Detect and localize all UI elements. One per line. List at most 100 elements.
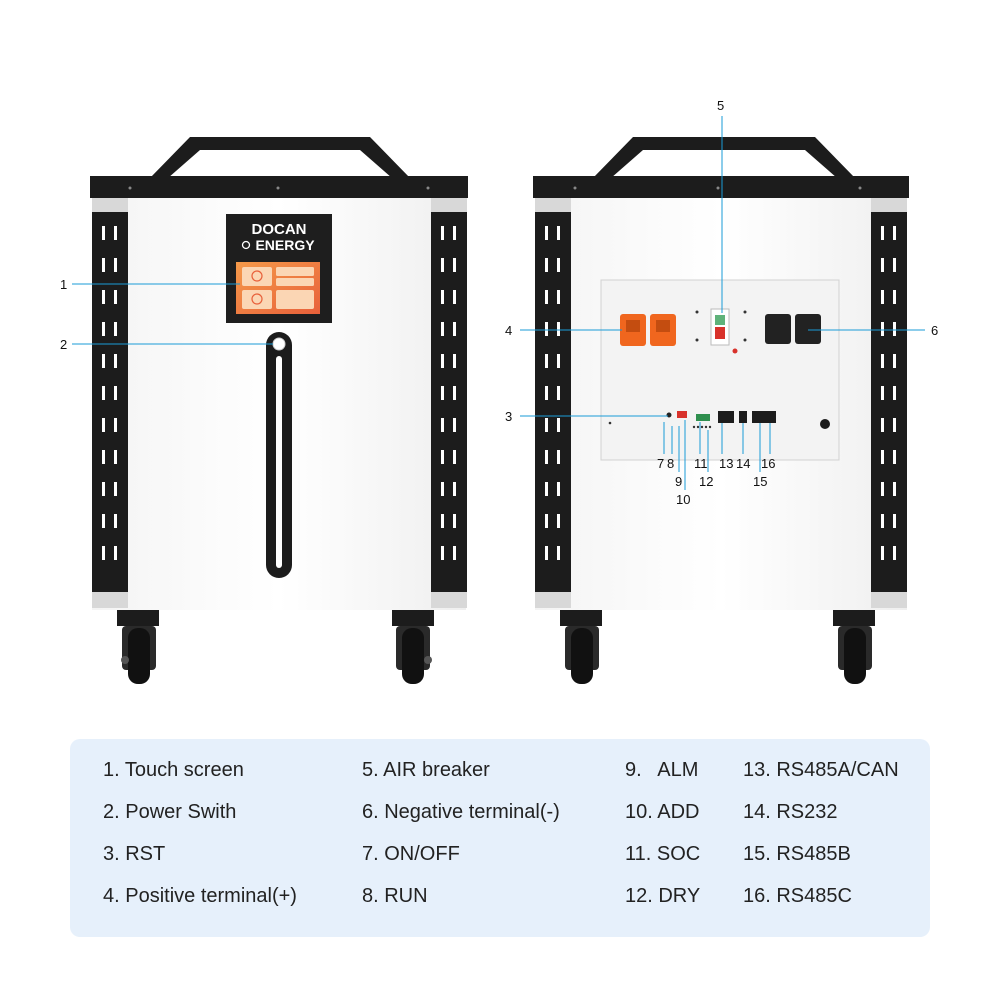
- rail-slot: [441, 418, 444, 432]
- legend-item-16: 16. RS485C: [743, 885, 852, 907]
- rail-slot: [893, 290, 896, 304]
- rail-slot: [893, 546, 896, 560]
- add-dip-switch[interactable]: [677, 411, 687, 418]
- rail-slot: [102, 290, 105, 304]
- rs232-port[interactable]: [739, 411, 747, 423]
- rail-slot: [545, 450, 548, 464]
- rail-slot: [557, 354, 560, 368]
- rs485b-port[interactable]: [752, 411, 766, 423]
- rail-slot: [545, 354, 548, 368]
- front-left-rail: [92, 212, 128, 592]
- rail-slot: [441, 322, 444, 336]
- rst-button[interactable]: [666, 412, 672, 418]
- power-switch[interactable]: [272, 337, 286, 351]
- legend-item-5: 5. AIR breaker: [362, 759, 490, 781]
- negative-terminal[interactable]: [765, 314, 821, 344]
- rail-slot: [102, 322, 105, 336]
- rear-right-caster: [833, 610, 875, 684]
- rail-slot: [453, 354, 456, 368]
- product-diagram: DOCAN ENERGY: [60, 98, 938, 684]
- rail-slot: [102, 386, 105, 400]
- rear-top-bar: [533, 176, 909, 198]
- soc-dry-terminal[interactable]: [692, 414, 712, 429]
- rail-slot: [441, 450, 444, 464]
- callout-3: 3: [505, 409, 512, 424]
- legend-item-4: 4. Positive terminal(+): [103, 885, 297, 907]
- rs485c-port[interactable]: [764, 411, 776, 423]
- rear-left-caster: [560, 610, 602, 684]
- rail-slot: [881, 322, 884, 336]
- rail-slot: [557, 290, 560, 304]
- legend-item-7: 7. ON/OFF: [362, 843, 460, 865]
- touch-screen[interactable]: [236, 262, 320, 314]
- rail-slot: [453, 418, 456, 432]
- rail-slot: [453, 450, 456, 464]
- rail-slot: [453, 322, 456, 336]
- rail-slot: [545, 514, 548, 528]
- rail-slot: [557, 514, 560, 528]
- rail-slot: [102, 482, 105, 496]
- legend-item-3: 3. RST: [103, 843, 166, 865]
- rail-slot: [453, 546, 456, 560]
- rail-slot: [102, 546, 105, 560]
- rear-connector-panel: [600, 279, 840, 461]
- rail-slot: [114, 226, 117, 240]
- legend-item-6: 6. Negative terminal(-): [362, 801, 560, 823]
- rail-slot: [102, 354, 105, 368]
- positive-terminal[interactable]: [620, 314, 676, 346]
- legend-item-8: 8. RUN: [362, 885, 428, 907]
- rail-slot: [441, 226, 444, 240]
- rail-slot: [441, 386, 444, 400]
- rail-slot: [441, 258, 444, 272]
- callout-13: 13: [719, 456, 733, 471]
- rail-slot: [114, 386, 117, 400]
- brand-line1: DOCAN: [252, 221, 307, 238]
- callout-2: 2: [60, 337, 67, 352]
- rail-slot: [893, 450, 896, 464]
- rail-slot: [893, 258, 896, 272]
- legend-item-1: 1. Touch screen: [103, 759, 244, 781]
- rear-left-rail: [535, 212, 571, 592]
- rail-slot: [557, 226, 560, 240]
- rear-right-rail: [871, 212, 907, 592]
- rail-slot: [881, 482, 884, 496]
- rail-slot: [893, 482, 896, 496]
- air-breaker[interactable]: [710, 308, 738, 354]
- callout-7: 7: [657, 456, 664, 471]
- rail-slot: [881, 386, 884, 400]
- rail-slot: [441, 546, 444, 560]
- brand-line2: ENERGY: [255, 237, 315, 253]
- rail-slot: [881, 258, 884, 272]
- rail-slot: [881, 290, 884, 304]
- rs485a-can-port[interactable]: [718, 411, 734, 423]
- rail-slot: [545, 322, 548, 336]
- rail-slot: [557, 386, 560, 400]
- rail-slot: [114, 258, 117, 272]
- callout-14: 14: [736, 456, 750, 471]
- rail-slot: [102, 514, 105, 528]
- rail-slot: [545, 258, 548, 272]
- rail-slot: [557, 546, 560, 560]
- rail-slot: [114, 450, 117, 464]
- callout-10: 10: [676, 492, 690, 507]
- rail-slot: [441, 482, 444, 496]
- rail-slot: [114, 546, 117, 560]
- callout-9: 9: [675, 474, 682, 489]
- rail-slot: [102, 450, 105, 464]
- rail-slot: [545, 226, 548, 240]
- legend-item-9: 9. ALM: [625, 759, 699, 781]
- legend-panel: 1. Touch screen 2. Power Swith 3. RST 4.…: [70, 739, 930, 937]
- rail-slot: [557, 450, 560, 464]
- rail-slot: [114, 322, 117, 336]
- legend-item-15: 15. RS485B: [743, 843, 851, 865]
- rail-slot: [114, 418, 117, 432]
- rail-slot: [453, 258, 456, 272]
- rail-slot: [881, 354, 884, 368]
- rail-slot: [881, 418, 884, 432]
- callout-11: 11: [694, 456, 708, 471]
- rail-slot: [893, 386, 896, 400]
- brand-sun-icon: [241, 240, 251, 250]
- front-left-caster: [117, 610, 159, 684]
- rail-slot: [545, 386, 548, 400]
- rail-slot: [893, 322, 896, 336]
